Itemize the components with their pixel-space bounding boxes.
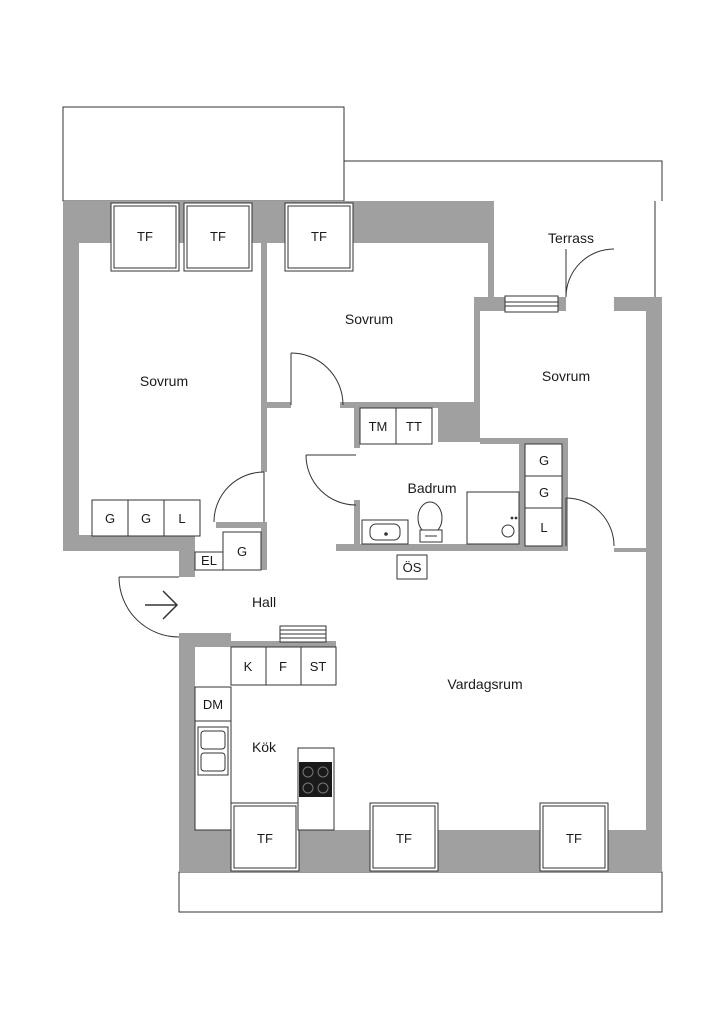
wardrobe-label: G xyxy=(237,544,247,559)
wardrobe-label: G xyxy=(539,453,549,468)
room-label-sovrum-middle: Sovrum xyxy=(345,311,393,327)
wardrobe-label: G xyxy=(141,511,151,526)
window-label: TF xyxy=(257,831,273,846)
terrace-details xyxy=(504,201,656,313)
room-label-vardagsrum: Vardagsrum xyxy=(447,676,522,692)
room-label-sovrum-right: Sovrum xyxy=(542,368,590,384)
window-label: TF xyxy=(311,229,327,244)
refrigerator-label: K xyxy=(244,659,253,674)
double-sink-icon xyxy=(197,726,229,776)
room-label-badrum: Badrum xyxy=(407,480,456,496)
fixture-labels: TF TF TF TF TF TF G G L EL G TM TT G G L… xyxy=(105,229,582,846)
toilet-icon xyxy=(417,501,443,543)
electrical-panel-label: EL xyxy=(201,553,217,568)
broom-closet-label: ST xyxy=(310,659,327,674)
room-labels: Sovrum Sovrum Sovrum Terrass Badrum Hall… xyxy=(140,230,594,755)
windows xyxy=(110,202,609,872)
room-label-terrass: Terrass xyxy=(548,230,594,246)
washing-machine-label: TM xyxy=(369,419,388,434)
wardrobe-label: G xyxy=(539,485,549,500)
coat-closet-label: ÖS xyxy=(403,560,422,575)
wardrobe-label: G xyxy=(105,511,115,526)
sink-icon xyxy=(361,519,409,545)
door-swings xyxy=(118,248,615,638)
radiator-icon xyxy=(279,625,327,643)
window-label: TF xyxy=(210,229,226,244)
shower-icon xyxy=(466,491,520,545)
entrance-arrow-icon xyxy=(145,590,179,620)
window-label: TF xyxy=(137,229,153,244)
room-label-sovrum-left: Sovrum xyxy=(140,373,188,389)
freezer-label: F xyxy=(279,659,287,674)
dishwasher-label: DM xyxy=(203,697,223,712)
stove-icon xyxy=(299,762,332,797)
room-label-kok: Kök xyxy=(252,739,277,755)
window-label: TF xyxy=(566,831,582,846)
room-label-hall: Hall xyxy=(252,594,276,610)
linen-closet-label: L xyxy=(540,520,547,535)
tumble-dryer-label: TT xyxy=(406,419,422,434)
linen-closet-label: L xyxy=(178,511,185,526)
window-label: TF xyxy=(396,831,412,846)
